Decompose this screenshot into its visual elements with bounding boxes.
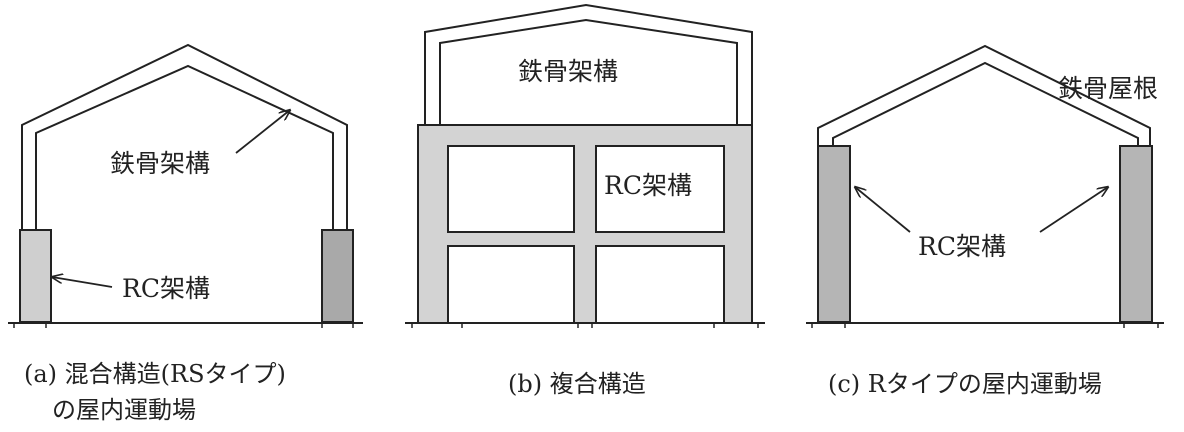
panel-a-steel-arrow <box>235 110 290 154</box>
panel-c: 鉄骨屋根 RC架構 (c) Rタイプの屋内運動場 <box>806 44 1164 398</box>
panel-c-roof-label: 鉄骨屋根 <box>1058 74 1158 103</box>
panel-b-steel-label: 鉄骨架構 <box>518 57 618 86</box>
panel-a-ground-ticks <box>13 323 354 328</box>
panel-b-opening-top-left <box>447 145 575 233</box>
panel-a-rc-column-right <box>321 229 354 323</box>
panel-a-steel-label: 鉄骨架構 <box>110 149 210 178</box>
panel-b-ground-ticks <box>411 323 759 328</box>
panel-b-opening-bottom-left <box>447 245 575 324</box>
panel-b-rc-label: RC架構 <box>604 171 692 200</box>
panel-c-rc-column-right <box>1119 145 1153 323</box>
panel-b-opening-top-right <box>595 145 725 233</box>
panel-a-caption-line2: の屋内運動場 <box>52 396 196 424</box>
panel-a-caption-line1: (a) 混合構造(RSタイプ) <box>24 360 286 388</box>
panel-b-opening-bottom-right <box>595 245 725 324</box>
panel-b: 鉄骨架構 RC架構 (b) 複合構造 <box>405 3 765 398</box>
panel-b-caption: (b) 複合構造 <box>508 370 646 398</box>
panel-a: 鉄骨架構 RC架構 (a) 混合構造(RSタイプ) の屋内運動場 <box>8 43 363 424</box>
panel-c-rc-label: RC架構 <box>918 232 1006 261</box>
panel-a-steel-frame <box>21 43 348 231</box>
panel-a-rc-column-left <box>19 229 52 323</box>
panel-c-rc-arrow-right <box>1039 187 1108 233</box>
panel-a-rc-label: RC架構 <box>122 274 210 303</box>
panel-c-ground-ticks <box>811 323 1159 328</box>
panel-c-caption: (c) Rタイプの屋内運動場 <box>828 370 1102 398</box>
panel-c-rc-column-left <box>817 145 851 323</box>
panel-c-rc-arrow-left <box>855 187 911 233</box>
panel-a-rc-arrow <box>52 277 113 288</box>
